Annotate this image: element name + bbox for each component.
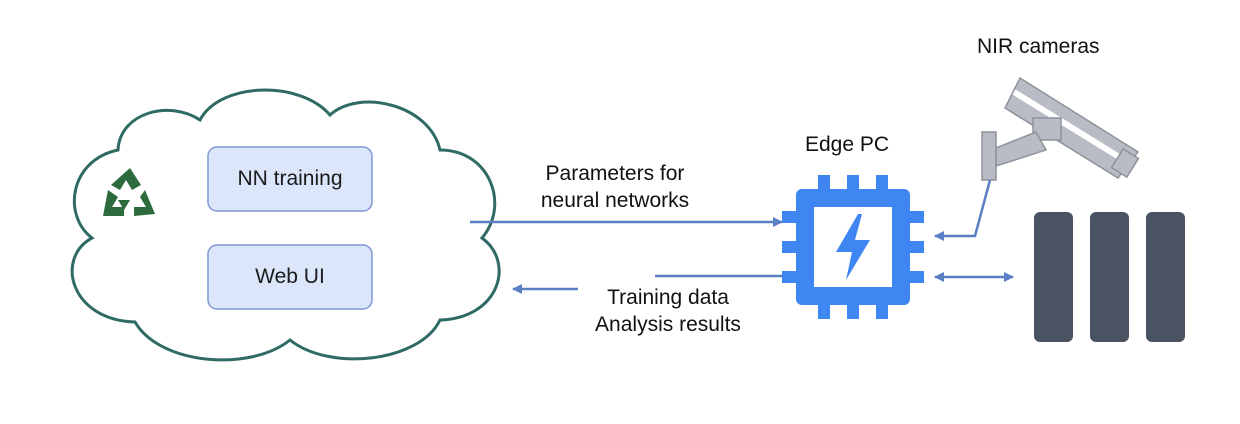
web-ui-box (207, 244, 373, 310)
nn-training-label: NN training (237, 167, 343, 190)
to-edge-label-line1: Parameters for (545, 162, 685, 185)
recycle-triangle-icon (103, 168, 155, 216)
chip-lightning-icon (782, 175, 924, 319)
camera-connector-arrow (934, 179, 992, 241)
to-edge-label-line2: neural networks (540, 189, 690, 212)
to-cloud-label: Training data Analysis results (568, 284, 768, 338)
edge-pc-title: Edge PC (805, 133, 890, 156)
nir-cameras-title: NIR cameras (977, 35, 1100, 58)
to-cloud-label-line2: Analysis results (595, 313, 741, 336)
cloud-shape (70, 88, 501, 362)
web-ui-label: Web UI (255, 265, 325, 288)
nn-training-box (207, 146, 373, 212)
to-cloud-label-line1: Training data (607, 286, 729, 309)
security-camera-icon (981, 76, 1140, 181)
to-edge-label: Parameters for neural networks (515, 160, 715, 214)
three-bars-icon (1034, 212, 1185, 342)
